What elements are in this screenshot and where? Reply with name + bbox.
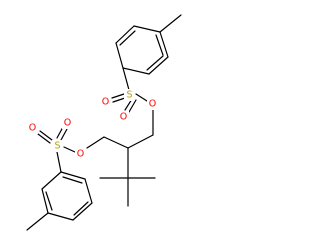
bond-top-ring-6 <box>133 25 161 33</box>
atom-o-top-ester-label: O <box>149 99 156 110</box>
bond-top-ring-4 <box>115 42 124 69</box>
bond-top-s-o-left-b <box>112 97 126 103</box>
bond-top-ring-double-a <box>146 55 164 71</box>
bond-top-ring-5 <box>115 25 135 44</box>
bond-bottom-ring-4 <box>72 202 93 221</box>
bond-bottom-s-o-left-b <box>37 133 51 144</box>
bond-top-s-o-left-a <box>111 93 125 99</box>
bond-top-ring-sulfur <box>122 67 130 91</box>
bond-top-ring-double-b <box>119 30 136 46</box>
bond-top-methyl <box>159 14 182 33</box>
bond-layer <box>26 14 182 231</box>
bond-bottom-s-o-left-a <box>39 130 53 141</box>
atom-o-bottom-ester: O <box>75 148 86 160</box>
bond-bottom-s-o-up-b <box>60 128 68 141</box>
atom-s-bottom-label: S <box>54 141 60 152</box>
bond-top-ring-1 <box>159 31 169 58</box>
bond-top-s-o-right-b <box>128 99 137 113</box>
bond-bottom-ring-3 <box>47 212 74 221</box>
atom-s-top-label: S <box>126 90 132 101</box>
chemical-structure-diagram: O O S O O O S O <box>26 14 182 231</box>
bond-bottom-ring-1 <box>41 171 62 190</box>
atom-o-bottom-sulfonyl-top: O <box>62 117 73 129</box>
bond-bottom-ring-double-a <box>45 191 53 211</box>
bond-bottom-ring-double-b <box>73 201 89 216</box>
bond-bottom-ring-5 <box>84 178 93 204</box>
atom-o-top-sulfonyl-right-label: O <box>120 112 127 123</box>
atom-s-top: S <box>124 89 135 101</box>
bond-top-ring-2 <box>148 56 169 75</box>
atom-o-top-sulfonyl-left-label: O <box>102 97 109 108</box>
atom-s-bottom: S <box>52 140 63 152</box>
bond-ch2-o-bottom <box>86 136 105 149</box>
atom-o-top-ester: O <box>147 98 158 110</box>
bond-bottom-sulfur-ring <box>56 151 62 173</box>
bond-top-ring-double-c <box>155 34 164 56</box>
bond-bottom-ring-6 <box>60 171 86 180</box>
bond-ch2-ch-top <box>127 134 154 149</box>
bond-bottom-ring-double-c <box>62 176 83 184</box>
atom-o-bottom-ester-label: O <box>77 149 84 160</box>
bond-top-s-o-ester <box>135 93 148 102</box>
bond-bottom-methyl <box>26 212 49 231</box>
atom-o-top-sulfonyl-left: O <box>100 96 111 108</box>
bond-ch-ch2-bottom <box>103 136 129 149</box>
atom-label-layer: O O S O O O S O <box>27 89 158 160</box>
bond-bottom-ring-2 <box>41 188 49 214</box>
atom-o-bottom-sulfonyl-left: O <box>27 122 38 134</box>
atom-o-bottom-sulfonyl-left-label: O <box>29 123 36 134</box>
bond-top-ring-3 <box>122 67 150 75</box>
bond-bottom-o-s <box>63 146 76 153</box>
atom-o-bottom-sulfonyl-top-label: O <box>64 118 71 129</box>
atom-o-top-sulfonyl-right: O <box>118 111 129 123</box>
